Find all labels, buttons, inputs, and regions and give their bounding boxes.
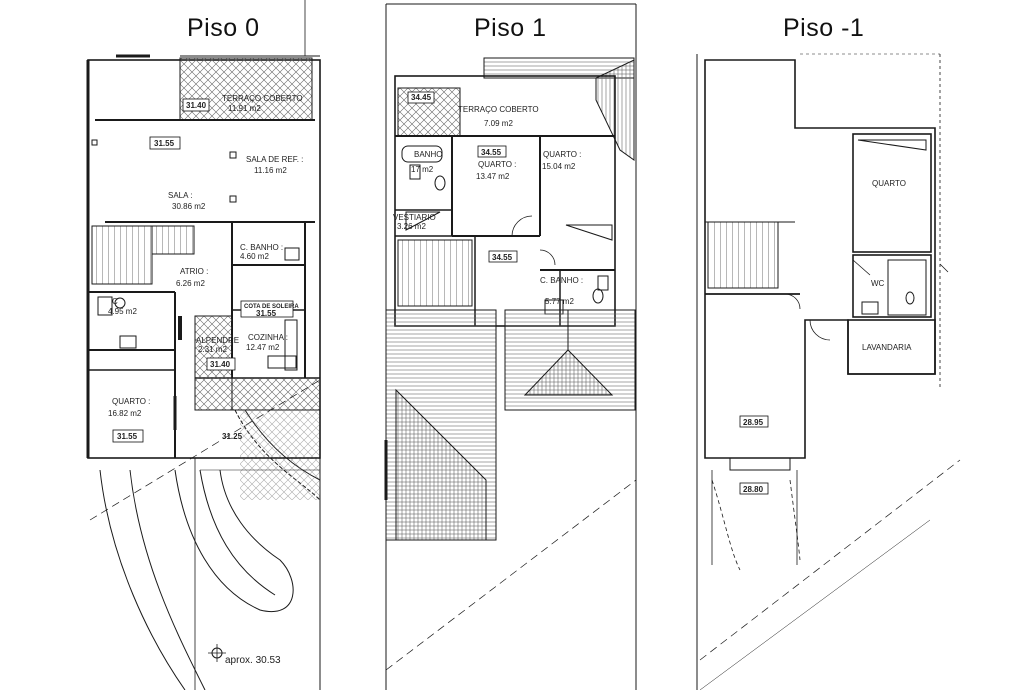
room-label-atrio: ATRIO : [180,267,208,276]
room-label-vestiario: VESTIARIO [393,213,436,222]
room-label-quarto-pisom1: QUARTO [872,179,906,188]
labels-piso-minus-1: QUARTO WC LAVANDARIA 28.95 28.80 [739,179,912,495]
label-cota-soleira: COTA DE SOLEIRA [244,304,299,310]
room-label-quarto2-piso1: QUARTO : [543,150,581,159]
room-label-cbanho-piso1: C. BANHO : [540,276,583,285]
room-area-cbanho-piso1: 5.77 m2 [545,297,574,306]
level-hall-piso1: 34.55 [492,253,513,262]
floor-plan-piso-minus-1 [696,53,961,690]
room-area-vestiario: 3.26 m2 [397,222,426,231]
room-label-quarto-piso0: QUARTO : [112,397,150,406]
room-area-quarto2-piso1: 15.04 m2 [542,162,576,171]
level-terraco-piso0: 31.40 [186,101,207,110]
room-label-terraco-piso1: TERRAÇO COBERTO [458,105,539,114]
room-label-banho-piso1: BANHO [414,150,442,159]
floor-plan-piso-1 [384,3,637,690]
value-cota-soleira: 31.55 [256,309,277,318]
room-area-quarto-piso0: 16.82 m2 [108,409,142,418]
labels-piso-0: 31.40 TERRAÇO COBERTO 11.91 m2 31.55 SAL… [108,94,303,666]
room-label-cbanho-piso0: C. BANHO : [240,243,283,252]
floor-title-piso-minus-1: Piso -1 [783,14,865,42]
room-label-cozinha: COZINHA : [248,333,288,342]
labels-piso-1: 34.45 TERRAÇO COBERTO 7.09 m2 BANHO 17 m… [393,91,583,306]
level-sala-piso0: 31.55 [154,139,175,148]
room-label-sala: SALA : [168,191,192,200]
room-label-alpendre: ALPENDRE [196,336,239,345]
room-area-atrio: 6.26 m2 [176,279,205,288]
level-alpendre: 31.40 [210,360,231,369]
room-label-wc-pisom1: WC [871,279,885,288]
level-terraco-piso1: 34.45 [411,93,432,102]
level-quarto-piso0: 31.55 [117,432,138,441]
room-area-quarto1-piso1: 13.47 m2 [476,172,510,181]
room-area-terraco-piso1: 7.09 m2 [484,119,513,128]
floor-title-piso-1: Piso 1 [474,14,547,42]
room-label-sala-ref: SALA DE REF. : [246,155,303,164]
level-ramp-pisom1: 28.80 [743,485,764,494]
room-label-quarto1-piso1: QUARTO : [478,160,516,169]
level-main-pisom1: 28.95 [743,418,764,427]
room-label-terraco-coberto: TERRAÇO COBERTO [222,94,303,103]
room-area-alpendre: 2.31 m2 [198,345,227,354]
room-area-banho-piso1: 17 m2 [411,165,434,174]
room-area-terraco-coberto: 11.91 m2 [228,104,261,113]
approx-level-label: aprox. 30.53 [225,655,281,666]
room-area-cbanho-piso0: 4.60 m2 [240,252,269,261]
floor-title-piso-0: Piso 0 [187,14,260,42]
room-label-wc-piso0: C [112,297,118,306]
room-area-wc-piso0: 4.95 m2 [108,307,137,316]
level-quarto-piso1: 34.55 [481,148,502,157]
room-area-sala-ref: 11.16 m2 [254,166,287,175]
room-area-sala: 30.86 m2 [172,202,206,211]
level-exterior-piso0: 31.25 [222,432,243,441]
room-area-cozinha: 12.47 m2 [246,343,280,352]
room-label-lavandaria: LAVANDARIA [862,343,912,352]
